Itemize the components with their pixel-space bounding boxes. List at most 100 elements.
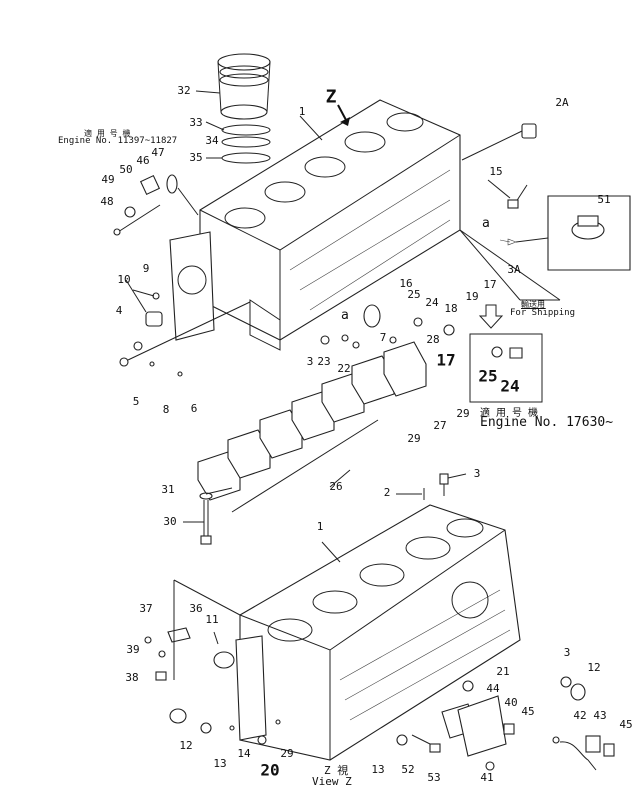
part-label: 23 — [317, 355, 331, 368]
serial-note-new-jp: 適 用 号 機 — [480, 408, 539, 419]
part-label: 51 — [597, 193, 611, 206]
left-upper-bolts — [113, 174, 199, 236]
part-label: 50 — [119, 163, 133, 176]
part-label: 25 — [407, 288, 421, 301]
part-label: 29 — [407, 432, 421, 445]
part-label-large: 20 — [260, 760, 280, 780]
bottom-right-parts — [396, 680, 515, 771]
part-label: 47 — [151, 146, 165, 159]
sensor-wire — [552, 735, 615, 771]
part-label: 6 — [190, 402, 198, 415]
ref-a-lower: a — [341, 308, 349, 323]
shipping-note-jp: 輸送用 — [521, 300, 545, 309]
part-label: 45 — [619, 718, 633, 731]
part-label: 3 — [563, 646, 571, 659]
part-label: 1 — [298, 105, 306, 118]
part-label: 18 — [444, 302, 458, 315]
part-label-large: 17 — [436, 350, 456, 370]
part-label: 1 — [316, 520, 324, 533]
cylinder-liner — [217, 53, 271, 120]
cylinder-block-top — [169, 99, 461, 351]
part-label: 42 — [573, 709, 587, 722]
shipping-lead-lines — [459, 229, 561, 301]
part-label: 12 — [587, 661, 601, 674]
part-label: 29 — [456, 407, 470, 420]
part-label: 27 — [433, 419, 447, 432]
part-label: 39 — [126, 643, 140, 656]
part-label: 16 — [399, 277, 413, 290]
part-label: 9 — [142, 262, 150, 275]
part-label: 24 — [425, 296, 439, 309]
part-label: 17 — [483, 278, 497, 291]
view-z-arrow — [337, 104, 350, 126]
serial-note-old: Engine No. 11397~11827 — [58, 136, 178, 146]
leader-lines — [125, 90, 511, 563]
main-bearing-caps — [197, 341, 427, 513]
serial-note-jp: 適 用 号 機 — [84, 129, 131, 138]
part-label: 19 — [465, 290, 479, 303]
stud-15 — [507, 184, 528, 209]
part-label: 4 — [115, 304, 123, 317]
part-label: 38 — [125, 671, 139, 684]
part-label: 21 — [496, 665, 510, 678]
ref-a-upper: a — [482, 216, 490, 231]
part-label: 3 — [473, 467, 481, 480]
liner-o-rings — [221, 124, 271, 164]
part-label: 40 — [504, 696, 518, 709]
part-label: 52 — [401, 763, 415, 776]
part-label: 46 — [136, 154, 150, 167]
part-label: 28 — [426, 333, 440, 346]
part-label: 5 — [132, 395, 140, 408]
part-label: 13 — [371, 763, 385, 776]
part-label-large: 24 — [500, 376, 520, 396]
part-label: 12 — [179, 739, 193, 752]
part-label: 32 — [177, 84, 191, 97]
part-label: 31 — [161, 483, 175, 496]
bottom-left-fittings — [144, 579, 241, 681]
part-label: 15 — [489, 165, 503, 178]
part-label: 13 — [213, 757, 227, 770]
part-label: 22 — [337, 362, 351, 375]
part-label: 3 — [306, 355, 314, 368]
part-label: 45 — [521, 705, 535, 718]
part-label: 41 — [480, 771, 494, 784]
part-label: 36 — [189, 602, 203, 615]
part-label: 37 — [139, 602, 153, 615]
part-label: 11 — [205, 613, 219, 626]
part-label: 48 — [100, 195, 114, 208]
inset-box-25-24 — [469, 333, 543, 403]
cylinder-block-bottom — [235, 504, 521, 761]
part-label: 2 — [383, 486, 391, 499]
part-label: 33 — [189, 116, 203, 129]
sensor-51-box — [499, 195, 631, 271]
part-label: 26 — [329, 480, 343, 493]
part-label: 34 — [205, 134, 219, 147]
part-label: 3A — [507, 263, 521, 276]
plug-2a — [461, 123, 537, 161]
serial-note-new: Engine No. 17630~ — [480, 415, 614, 430]
view-z-marker: Z — [325, 86, 337, 108]
bottom-left-plugs — [169, 708, 281, 745]
part-label: 7 — [379, 331, 387, 344]
part-label: 30 — [163, 515, 177, 528]
view-z-caption: View Z — [312, 775, 352, 788]
part-label: 2A — [555, 96, 569, 109]
bottom-top-bolts — [423, 473, 449, 500]
part-label: 49 — [101, 173, 115, 186]
part-label: 35 — [189, 151, 203, 164]
left-plugs — [119, 292, 251, 377]
part-label: 10 — [117, 273, 131, 286]
part-label: 44 — [486, 682, 500, 695]
view-z-caption-jp: Z 視 — [324, 764, 349, 777]
part-label-large: 25 — [478, 366, 498, 386]
front-small-parts — [320, 304, 455, 349]
part-label: 43 — [593, 709, 607, 722]
part-label: 53 — [427, 771, 441, 784]
shipping-note: For Shipping — [510, 308, 576, 318]
part-label: 14 — [237, 747, 251, 760]
cap-bolt — [199, 492, 213, 545]
bottom-right-plugs — [560, 676, 586, 701]
part-label: 29 — [280, 747, 294, 760]
inset-arrow — [478, 304, 504, 329]
